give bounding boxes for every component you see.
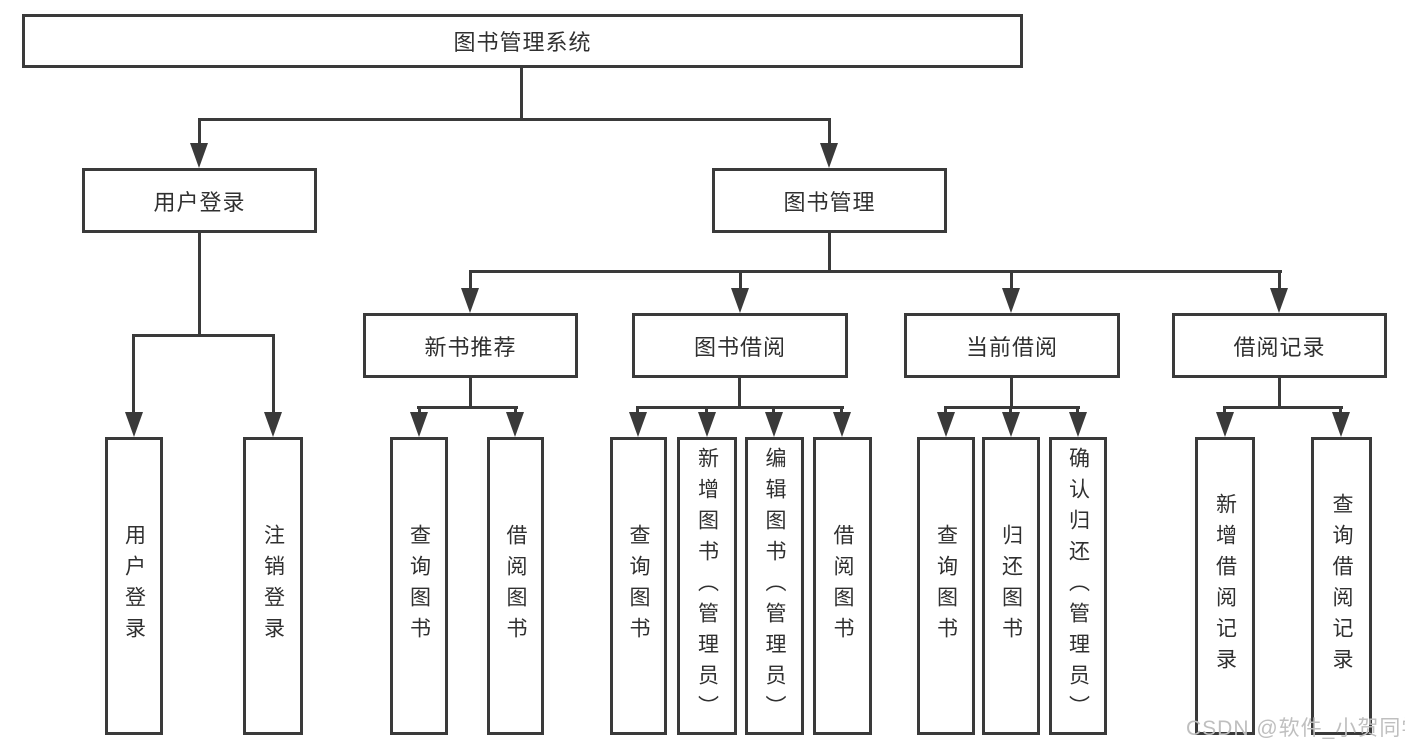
leaf-recommend-query-book: 查询图书	[390, 437, 448, 735]
leaf-borrow-query-book: 查询图书	[610, 437, 667, 735]
arrow-down-icon	[190, 143, 208, 168]
connector-borrow-drop-4	[840, 406, 843, 416]
arrow-down-icon	[833, 412, 851, 437]
connector-current-drop-1	[944, 406, 947, 416]
node-root: 图书管理系统	[22, 14, 1023, 68]
connector-newbook-branch	[417, 406, 518, 409]
node-new-book-recommend: 新书推荐	[363, 313, 578, 378]
connector-l3-drop-4	[1278, 270, 1281, 290]
leaf-query-borrow-record: 查询借阅记录	[1311, 437, 1372, 735]
node-borrow-records: 借阅记录	[1172, 313, 1387, 378]
node-current-borrow-label: 当前借阅	[965, 334, 1058, 360]
leaf-current-query-book-label: 查询图书	[934, 524, 958, 648]
node-book-borrow-label: 图书借阅	[693, 334, 786, 360]
connector-root-branch	[198, 118, 831, 121]
connector-userlogin-drop-1	[132, 334, 135, 414]
arrow-down-icon	[410, 412, 428, 437]
leaf-recommend-borrow-book-label: 借阅图书	[504, 524, 527, 648]
leaf-confirm-return-admin: 确认归还（管理员）	[1049, 437, 1107, 735]
node-user-login: 用户登录	[82, 168, 317, 233]
node-book-management: 图书管理	[712, 168, 947, 233]
connector-borrow-drop-1	[636, 406, 639, 416]
connector-userlogin-drop-2	[272, 334, 275, 414]
leaf-logout-label: 注销登录	[261, 524, 285, 648]
arrow-down-icon	[937, 412, 955, 437]
connector-borrow-drop-3	[772, 406, 775, 416]
arrow-down-icon	[1270, 288, 1288, 313]
arrow-down-icon	[1002, 288, 1020, 313]
connector-userlogin-branch	[133, 334, 275, 337]
leaf-borrow-query-book-label: 查询图书	[627, 524, 650, 648]
connector-newbook-drop-1	[418, 406, 421, 416]
arrow-down-icon	[1002, 412, 1020, 437]
arrow-down-icon	[629, 412, 647, 437]
leaf-query-borrow-record-label: 查询借阅记录	[1330, 493, 1353, 679]
node-new-book-recommend-label: 新书推荐	[424, 334, 517, 360]
node-book-management-label: 图书管理	[783, 189, 876, 215]
connector-userlogin-stem	[198, 233, 201, 337]
leaf-add-book-admin: 新增图书（管理员）	[677, 437, 737, 735]
leaf-borrow-book-label: 借阅图书	[831, 524, 854, 648]
arrow-down-icon	[264, 412, 282, 437]
node-root-label: 图书管理系统	[453, 30, 592, 55]
connector-current-drop-2	[1009, 406, 1012, 416]
leaf-edit-book-admin: 编辑图书（管理员）	[745, 437, 804, 735]
connector-newbook-drop-2	[514, 406, 517, 416]
node-user-login-label: 用户登录	[153, 189, 246, 215]
arrow-down-icon	[125, 412, 143, 437]
connector-current-branch	[944, 406, 1080, 409]
leaf-user-login: 用户登录	[105, 437, 163, 735]
arrow-down-icon	[1069, 412, 1087, 437]
connector-l3-drop-1	[469, 270, 472, 290]
watermark: CSDN @软件_小贺同学	[1186, 717, 1405, 740]
leaf-add-book-admin-label: 新增图书（管理员）	[695, 446, 719, 726]
node-borrow-records-label: 借阅记录	[1233, 334, 1326, 360]
connector-records-stem	[1278, 378, 1281, 409]
leaf-add-borrow-record: 新增借阅记录	[1195, 437, 1255, 735]
arrow-down-icon	[765, 412, 783, 437]
connector-current-drop-3	[1076, 406, 1079, 416]
connector-l3-drop-3	[1010, 270, 1013, 290]
connector-root-stem	[520, 68, 523, 120]
leaf-borrow-book: 借阅图书	[813, 437, 872, 735]
connector-records-branch	[1223, 406, 1343, 409]
arrow-down-icon	[698, 412, 716, 437]
connector-root-left-drop	[198, 118, 201, 146]
connector-records-drop-1	[1223, 406, 1226, 416]
connector-root-right-drop	[828, 118, 831, 146]
leaf-recommend-query-book-label: 查询图书	[407, 524, 431, 648]
arrow-down-icon	[820, 143, 838, 168]
connector-records-drop-2	[1339, 406, 1342, 416]
arrow-down-icon	[506, 412, 524, 437]
leaf-return-book-label: 归还图书	[999, 524, 1023, 648]
connector-bookmgmt-branch	[469, 270, 1282, 273]
node-book-borrow: 图书借阅	[632, 313, 848, 378]
leaf-edit-book-admin-label: 编辑图书（管理员）	[763, 446, 786, 726]
leaf-current-query-book: 查询图书	[917, 437, 975, 735]
arrow-down-icon	[1332, 412, 1350, 437]
connector-l3-drop-2	[739, 270, 742, 290]
arrow-down-icon	[461, 288, 479, 313]
leaf-user-login-label: 用户登录	[122, 524, 146, 648]
arrow-down-icon	[731, 288, 749, 313]
connector-borrow-drop-2	[705, 406, 708, 416]
node-current-borrow: 当前借阅	[904, 313, 1120, 378]
connector-borrow-stem	[738, 378, 741, 409]
leaf-recommend-borrow-book: 借阅图书	[487, 437, 544, 735]
leaf-logout: 注销登录	[243, 437, 303, 735]
leaf-return-book: 归还图书	[982, 437, 1040, 735]
leaf-confirm-return-admin-label: 确认归还（管理员）	[1066, 446, 1090, 726]
connector-current-stem	[1010, 378, 1013, 409]
leaf-add-borrow-record-label: 新增借阅记录	[1213, 493, 1237, 679]
connector-bookmgmt-stem	[828, 233, 831, 272]
arrow-down-icon	[1216, 412, 1234, 437]
connector-newbook-stem	[469, 378, 472, 409]
connector-borrow-branch	[636, 406, 844, 409]
